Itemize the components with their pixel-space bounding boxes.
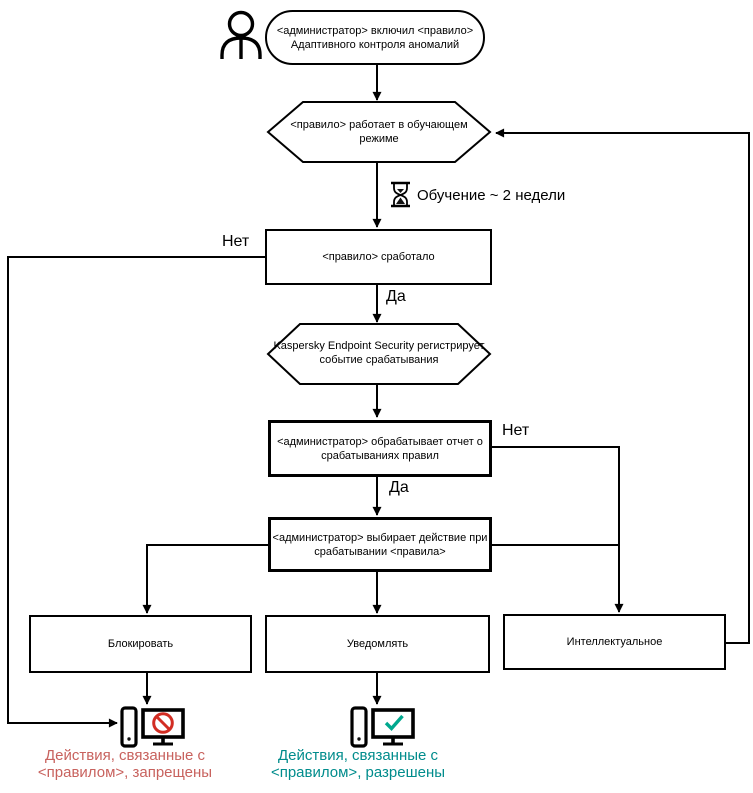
training-mode-hexagon (266, 101, 492, 163)
edge-label-no-rule: Нет (220, 233, 252, 251)
edge-label-yes-rule: Да (384, 288, 408, 306)
prohibited-icon (152, 712, 174, 734)
computer-prohibited-icon (120, 706, 185, 748)
person-icon (220, 10, 262, 59)
kes-registers-hexagon (266, 323, 492, 385)
action-notify-box: Уведомлять (265, 615, 490, 673)
check-icon (384, 714, 404, 731)
training-mode-label: <правило> работает в обучающем режиме (290, 119, 468, 145)
result-allowed-text: Действия, связанные с <правилом>, разреш… (270, 747, 446, 781)
edge-no-report-to-smart (492, 446, 624, 613)
admin-report-box: <администратор> обрабатывает отчет о сра… (268, 420, 492, 477)
start-node: <администратор> включил <правило> Адапти… (265, 10, 485, 65)
edge-smart-feedback-loop (495, 128, 750, 644)
result-blocked-text: Действия, связанные с <правилом>, запрещ… (37, 747, 213, 781)
action-smart-box: Интеллектуальное (503, 614, 726, 670)
admin-action-box: <администратор> выбирает действие при ср… (268, 517, 492, 572)
edge-label-yes-report: Да (387, 479, 411, 497)
hourglass-icon (391, 181, 410, 208)
kes-registers-label: Kaspersky Endpoint Security регистрирует… (273, 340, 485, 366)
rule-triggered-box: <правило> сработало (265, 229, 492, 285)
computer-check-icon (350, 706, 415, 748)
training-duration-label: Обучение ~ 2 недели (417, 187, 566, 204)
edge-label-no-report: Нет (500, 422, 532, 440)
edge-action-to-block (142, 544, 268, 614)
action-block-box: Блокировать (29, 615, 252, 673)
edge-no-to-blocked-result (7, 256, 265, 728)
